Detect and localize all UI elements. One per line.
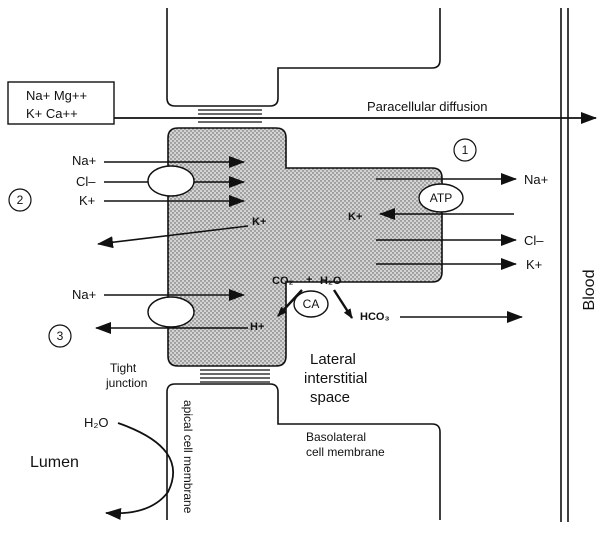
water-arrow xyxy=(105,422,174,521)
circle-2-label: 2 xyxy=(17,193,24,207)
atp-label: ATP xyxy=(430,191,452,205)
paracellular-label: Paracellular diffusion xyxy=(367,99,487,114)
plus-label: + xyxy=(306,274,312,286)
lower-cell-outline xyxy=(166,383,441,520)
circle-3 xyxy=(48,324,72,348)
circle-2 xyxy=(8,188,32,212)
ions-box-line1: Na+ Mg++ xyxy=(26,88,87,103)
upper-cell-outline xyxy=(166,8,441,107)
apical-k-label: K+ xyxy=(79,193,95,208)
k-in-label: K+ xyxy=(348,211,362,223)
apical-na-label: Na+ xyxy=(72,153,96,168)
k-out-arrow xyxy=(97,225,249,249)
epithelial-cell xyxy=(167,127,443,367)
tight-junction-label-1: Tight xyxy=(110,361,137,375)
circle-1 xyxy=(453,138,477,162)
h2o-cell-label: H₂O xyxy=(320,275,342,287)
atp-pump xyxy=(418,183,464,213)
apical-cl-label: Cl– xyxy=(76,174,96,189)
circle-1-label: 1 xyxy=(462,143,469,157)
baso-cl-label: Cl– xyxy=(524,233,544,248)
basolateral-label-1: Basolateral xyxy=(306,430,366,444)
apical-membrane-label: apical cell membrane xyxy=(181,400,195,514)
co2-label: CO₂ xyxy=(272,275,294,287)
blood-label: Blood xyxy=(581,270,598,311)
ions-box xyxy=(7,81,115,125)
h-plus-label: H+ xyxy=(250,321,264,333)
baso-na-label: Na+ xyxy=(524,172,548,187)
tight-junction-label-2: junction xyxy=(105,376,147,390)
lateral-label-2: interstitial xyxy=(304,370,367,387)
lumen-label: Lumen xyxy=(30,454,79,471)
hco3-label: HCO₃ xyxy=(360,311,390,323)
tight-junction-bottom xyxy=(200,369,270,383)
water-label: H₂O xyxy=(84,415,109,430)
ca-enzyme xyxy=(293,290,329,318)
basolateral-label-2: cell membrane xyxy=(306,445,385,459)
tight-junction-top xyxy=(198,109,262,123)
apical-exchanger xyxy=(147,296,195,328)
k-out-label: K+ xyxy=(252,216,266,228)
lateral-label-1: Lateral xyxy=(310,351,356,368)
circle-3-label: 3 xyxy=(57,329,64,343)
lateral-label-3: space xyxy=(310,389,350,406)
ca-arrow-right xyxy=(332,289,354,319)
apical-na2-label: Na+ xyxy=(72,287,96,302)
ca-arrow-left xyxy=(277,289,303,317)
ca-label: CA xyxy=(303,297,320,311)
blood-vessel-wall xyxy=(560,8,569,522)
baso-k-label: K+ xyxy=(526,257,542,272)
apical-cotransporter xyxy=(147,165,195,197)
ions-box-line2: K+ Ca++ xyxy=(26,106,78,121)
